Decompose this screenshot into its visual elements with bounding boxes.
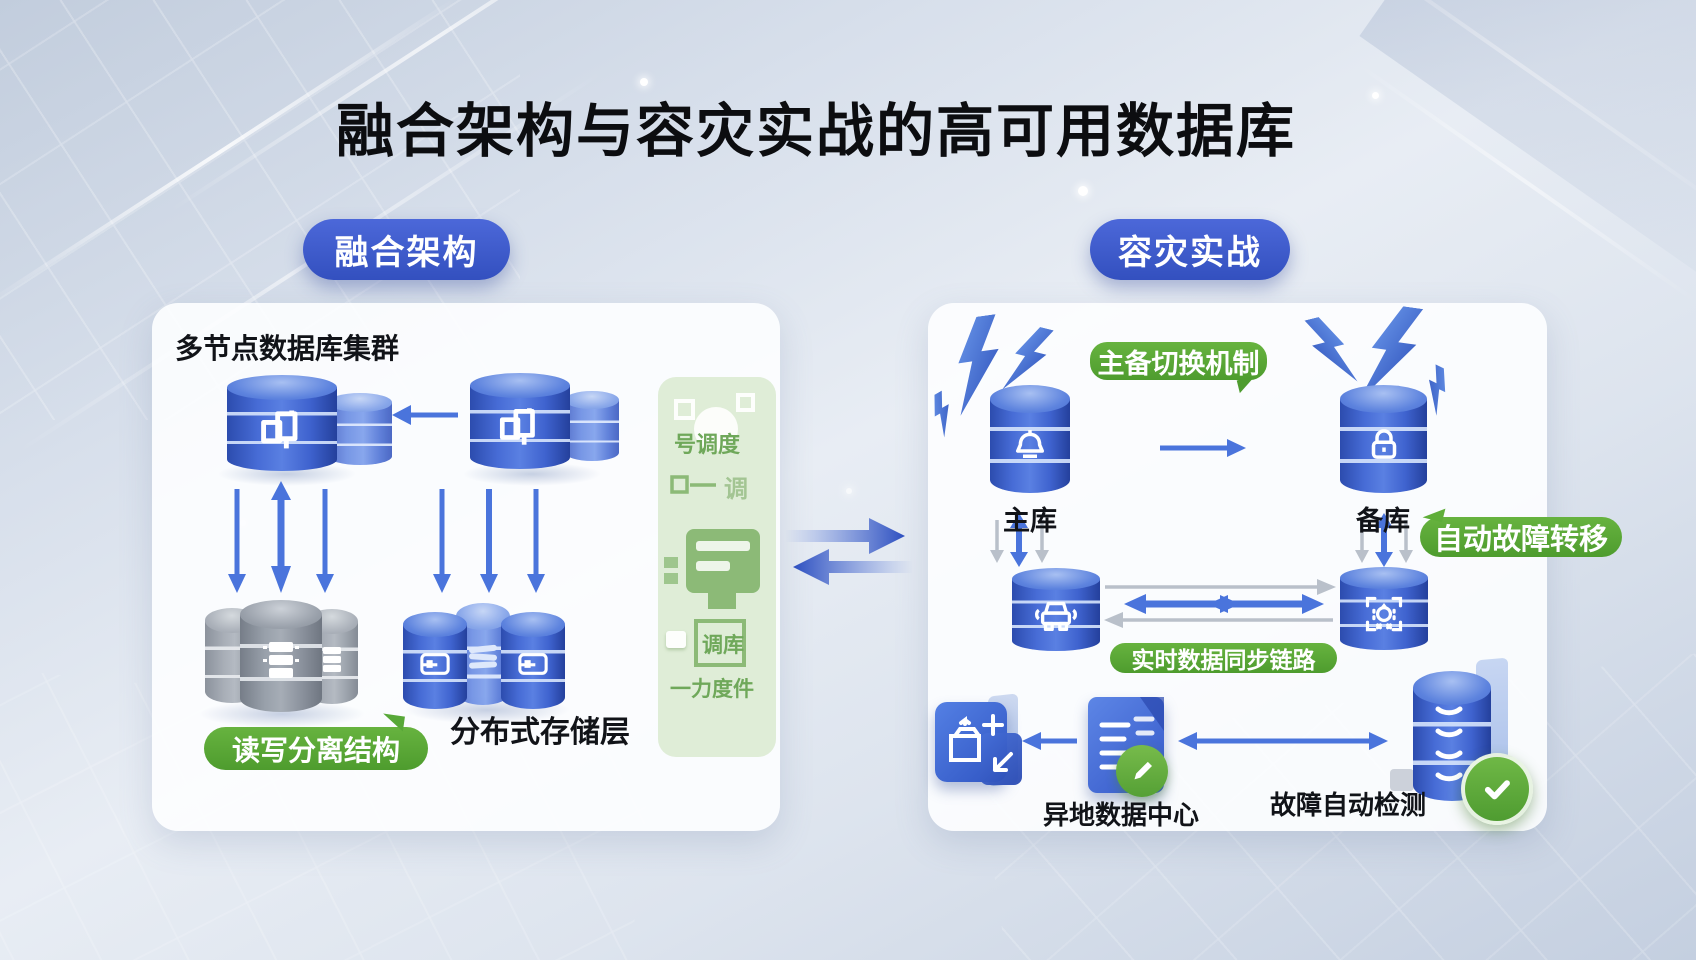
db-rings-icon — [1413, 671, 1491, 801]
target-scan-cylinder — [1340, 567, 1428, 650]
sync-link-badge: 实时数据同步链路 — [1110, 643, 1337, 673]
page-title: 融合架构与容灾实战的高可用数据库 — [335, 99, 1297, 164]
failover-badge: 自动故障转移 — [1420, 517, 1622, 557]
right-pill-label: 容灾实战 — [1118, 234, 1262, 272]
rw-split-badge: 读写分离结构 — [204, 727, 428, 770]
bg-dot — [1372, 92, 1379, 99]
replica-server-icon — [306, 609, 358, 704]
sync-link-label: 实时数据同步链路 — [1131, 647, 1316, 673]
scheduler-panel: 号调度 调 调库 一力度件 — [658, 377, 776, 757]
cluster-heading: 多节点数据库集群 — [175, 333, 400, 364]
left-section-pill: 融合架构 — [303, 219, 510, 280]
bell-db-icon — [990, 385, 1070, 493]
exchange-arrows — [785, 518, 913, 585]
failover-badge-label: 自动故障转移 — [1433, 524, 1608, 556]
storage-disk-icon — [501, 612, 565, 709]
switch-mechanism-label: 主备切换机制 — [1097, 348, 1260, 379]
right-section-pill: 容灾实战 — [1090, 219, 1290, 280]
database-cluster-icon — [227, 375, 337, 471]
bg-dot — [846, 488, 852, 494]
remote-app-tile-overlay — [980, 733, 1022, 785]
lock-db-icon — [1340, 385, 1427, 493]
bg-dot — [640, 78, 648, 86]
database-cylinder-small — [328, 393, 392, 465]
standby-db-label: 备库 — [1356, 506, 1410, 536]
replica-server-icon — [240, 600, 322, 712]
qr-scheduler-icon — [674, 393, 755, 451]
fault-detect-label: 故障自动检测 — [1269, 790, 1427, 820]
rw-split-badge-label: 读写分离结构 — [231, 734, 400, 766]
storage-cylinder — [501, 612, 565, 709]
mini-box-icon — [666, 631, 686, 648]
scheduler-text-2: 调 — [724, 476, 748, 503]
storage-cylinder — [403, 612, 467, 709]
check-badge-icon — [1461, 753, 1533, 825]
storage-layer-label: 分布式存储层 — [450, 716, 630, 749]
switch-mechanism-badge: 主备切换机制 — [1090, 342, 1267, 380]
left-pill-label: 融合架构 — [334, 234, 479, 272]
target-scan-db-icon — [1340, 567, 1428, 650]
scheduler-text-3: 调库 — [702, 634, 744, 657]
pencil-badge-icon — [1116, 745, 1168, 797]
scheduler-text-1: 号调度 — [674, 432, 741, 457]
sync-agent-cylinder — [1012, 568, 1100, 651]
primary-db-label: 主库 — [1003, 506, 1057, 536]
database-cylinder-secondary-node — [470, 373, 570, 469]
app-tile-icon — [949, 714, 1013, 772]
left-card-arrows — [228, 405, 545, 593]
standby-db-cylinder — [1340, 385, 1427, 493]
replica-cylinder-main — [240, 600, 322, 712]
truck-db-icon — [1012, 568, 1100, 651]
right-card-arrows — [990, 439, 1413, 750]
database-cylinder-primary-node — [227, 375, 337, 471]
database-cylinder-small — [565, 391, 619, 461]
storage-disk-icon — [403, 612, 467, 709]
remote-dc-label: 异地数据中心 — [1042, 800, 1200, 830]
scheduler-text-4: 一力度件 — [670, 678, 754, 701]
bg-wedge — [1359, 0, 1696, 277]
scheduler-server-icon — [664, 529, 760, 609]
fusion-architecture-card: 多节点数据库集群 — [152, 303, 780, 831]
stacked-plates-icon — [456, 603, 510, 705]
bg-dot — [1078, 186, 1088, 196]
mini-cube — [1390, 769, 1414, 791]
disaster-recovery-card: 主备切换机制 主库 备库 自动故障转移 — [928, 303, 1622, 831]
outline-square-icon — [694, 619, 746, 667]
primary-db-cylinder — [990, 385, 1070, 493]
link-node-icon — [670, 475, 716, 494]
database-cluster-icon — [470, 373, 570, 469]
